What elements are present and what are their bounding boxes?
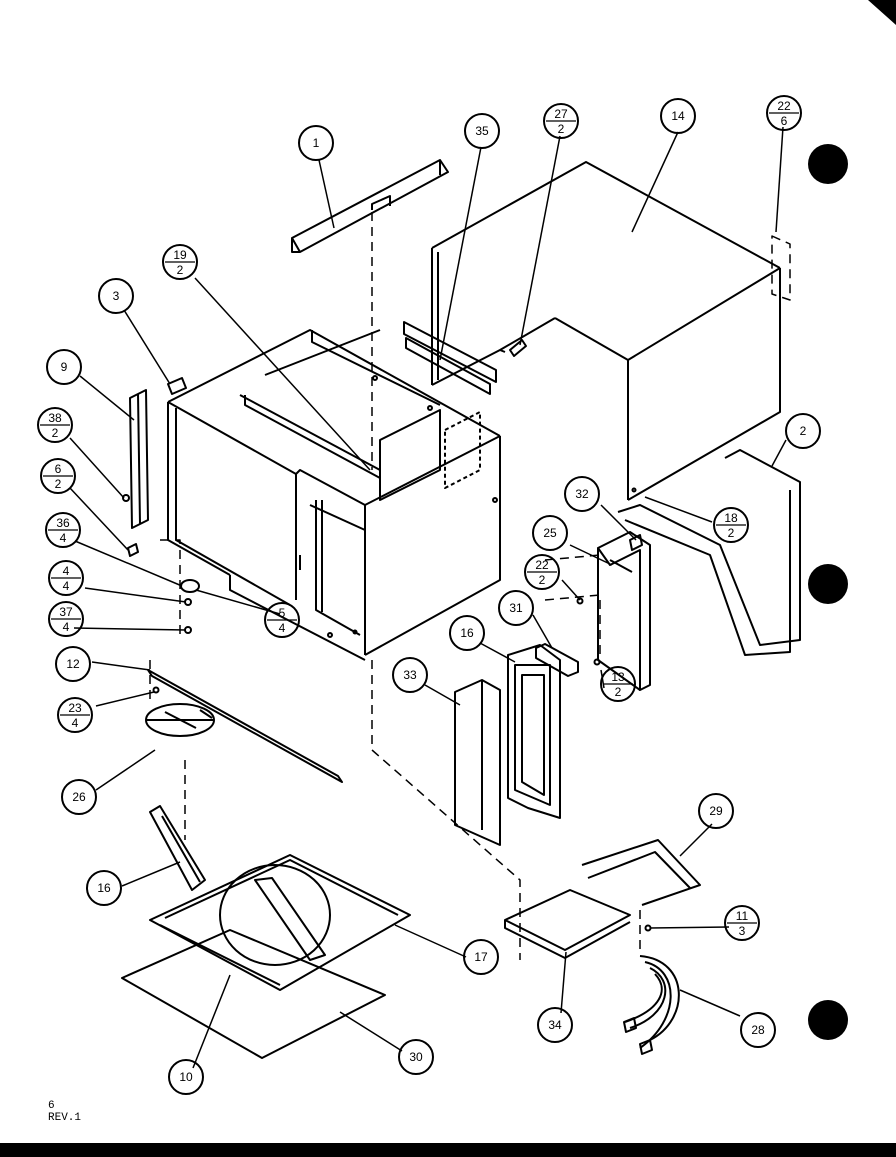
callout-37-qty: 4 [63, 620, 70, 634]
part-17-base-tray [149, 854, 411, 991]
callout-36-qty: 4 [60, 531, 67, 545]
part-32-screw [629, 534, 643, 551]
callout-34: 34 [548, 1018, 562, 1032]
callout-3: 3 [113, 289, 120, 303]
leader-lines [69, 126, 787, 1069]
callout-13-qty: 2 [615, 685, 622, 699]
callout-1: 1 [313, 136, 320, 150]
part-16-latch [149, 805, 206, 891]
callout-13: 13 [611, 670, 625, 684]
callout-5-qty: 4 [279, 621, 286, 635]
callout-16-right: 16 [460, 626, 474, 640]
part-2-door-seal [617, 449, 801, 656]
part-34-plate [504, 889, 631, 959]
callout-22-right-qty: 2 [539, 573, 546, 587]
revision-label: REV.1 [48, 1112, 82, 1124]
callout-22-top-qty: 6 [781, 114, 788, 128]
binder-hole-top [808, 144, 848, 184]
paper-bottom-shadow [0, 1143, 896, 1152]
callout-31: 31 [509, 601, 523, 615]
callout-11: 11 [736, 909, 749, 923]
part-15-door [507, 644, 561, 819]
callout-18: 18 [724, 511, 738, 525]
callout-38-qty: 2 [52, 426, 59, 440]
callout-25: 25 [543, 526, 557, 540]
callout-6-qty: 2 [55, 477, 62, 491]
part-13-screw [593, 658, 601, 666]
callout-27-qty: 2 [558, 122, 565, 136]
callout-10: 10 [179, 1070, 193, 1084]
callout-17: 17 [474, 950, 488, 964]
part-1-top-bracket [291, 159, 449, 253]
part-10-bottom-plate [121, 929, 386, 1059]
callout-27: 27 [554, 107, 568, 121]
callout-19: 19 [173, 248, 187, 262]
callout-26: 26 [72, 790, 86, 804]
callout-38: 38 [48, 411, 62, 425]
part-29-frame-bracket [581, 839, 701, 906]
callout-circles [37, 95, 821, 1095]
callout-4-qty: 4 [63, 579, 70, 593]
part-35-support-rail [403, 321, 497, 395]
callout-32: 32 [575, 487, 589, 501]
callout-5: 5 [279, 606, 286, 620]
part-3-clip [167, 377, 187, 395]
page-number: 6 [48, 1100, 55, 1112]
callout-19-qty: 2 [177, 263, 184, 277]
part-31-hinge [535, 643, 579, 677]
binder-hole-middle [808, 564, 848, 604]
callout-29: 29 [709, 804, 723, 818]
callout-fraction-bars [40, 112, 799, 924]
callout-37: 37 [59, 605, 73, 619]
callout-22-top: 22 [777, 99, 791, 113]
binder-hole-bottom [808, 1000, 848, 1040]
callout-23: 23 [68, 701, 82, 715]
part-27-screw [509, 339, 527, 357]
callout-4: 4 [63, 564, 70, 578]
part-23-screw [152, 686, 160, 694]
callout-2: 2 [800, 424, 807, 438]
callout-11-qty: 3 [739, 924, 746, 938]
callout-6: 6 [55, 462, 62, 476]
callout-35: 35 [475, 124, 489, 138]
callout-16-left: 16 [97, 881, 111, 895]
callout-30: 30 [409, 1050, 423, 1064]
callout-22-right: 22 [535, 558, 549, 572]
part-26-stirrer [145, 703, 215, 737]
part-22-screw [576, 597, 584, 605]
callout-23-qty: 4 [72, 716, 79, 730]
callout-33: 33 [403, 668, 417, 682]
callout-labels: 1 35 27 2 14 22 6 19 2 3 9 38 2 6 2 36 4… [48, 99, 806, 1084]
dashed-assembly-lines [149, 212, 791, 960]
main-oven-frame [167, 329, 501, 661]
part-33-door-panel [454, 679, 501, 846]
callout-14: 14 [671, 109, 685, 123]
callout-36: 36 [56, 516, 70, 530]
part-9-side-rail [129, 389, 149, 529]
part-12-rod [147, 669, 343, 783]
callout-28: 28 [751, 1023, 765, 1037]
part-28-wire-harness [623, 955, 680, 1055]
callout-12: 12 [66, 657, 80, 671]
callout-18-qty: 2 [728, 526, 735, 540]
footer: 6 REV.1 [48, 1100, 81, 1124]
callout-9: 9 [61, 360, 68, 374]
